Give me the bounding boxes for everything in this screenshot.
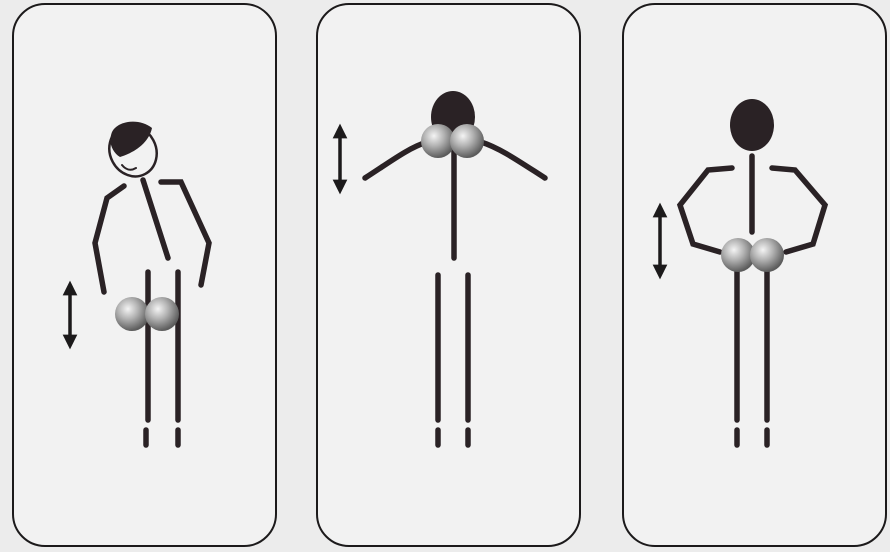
panel-step-1	[13, 4, 276, 546]
panel-frame	[623, 4, 886, 546]
head-icon	[730, 99, 774, 151]
panel-step-3	[623, 4, 886, 546]
panel-step-2	[317, 4, 580, 546]
panel-frame	[317, 4, 580, 546]
panel-frame	[13, 4, 276, 546]
